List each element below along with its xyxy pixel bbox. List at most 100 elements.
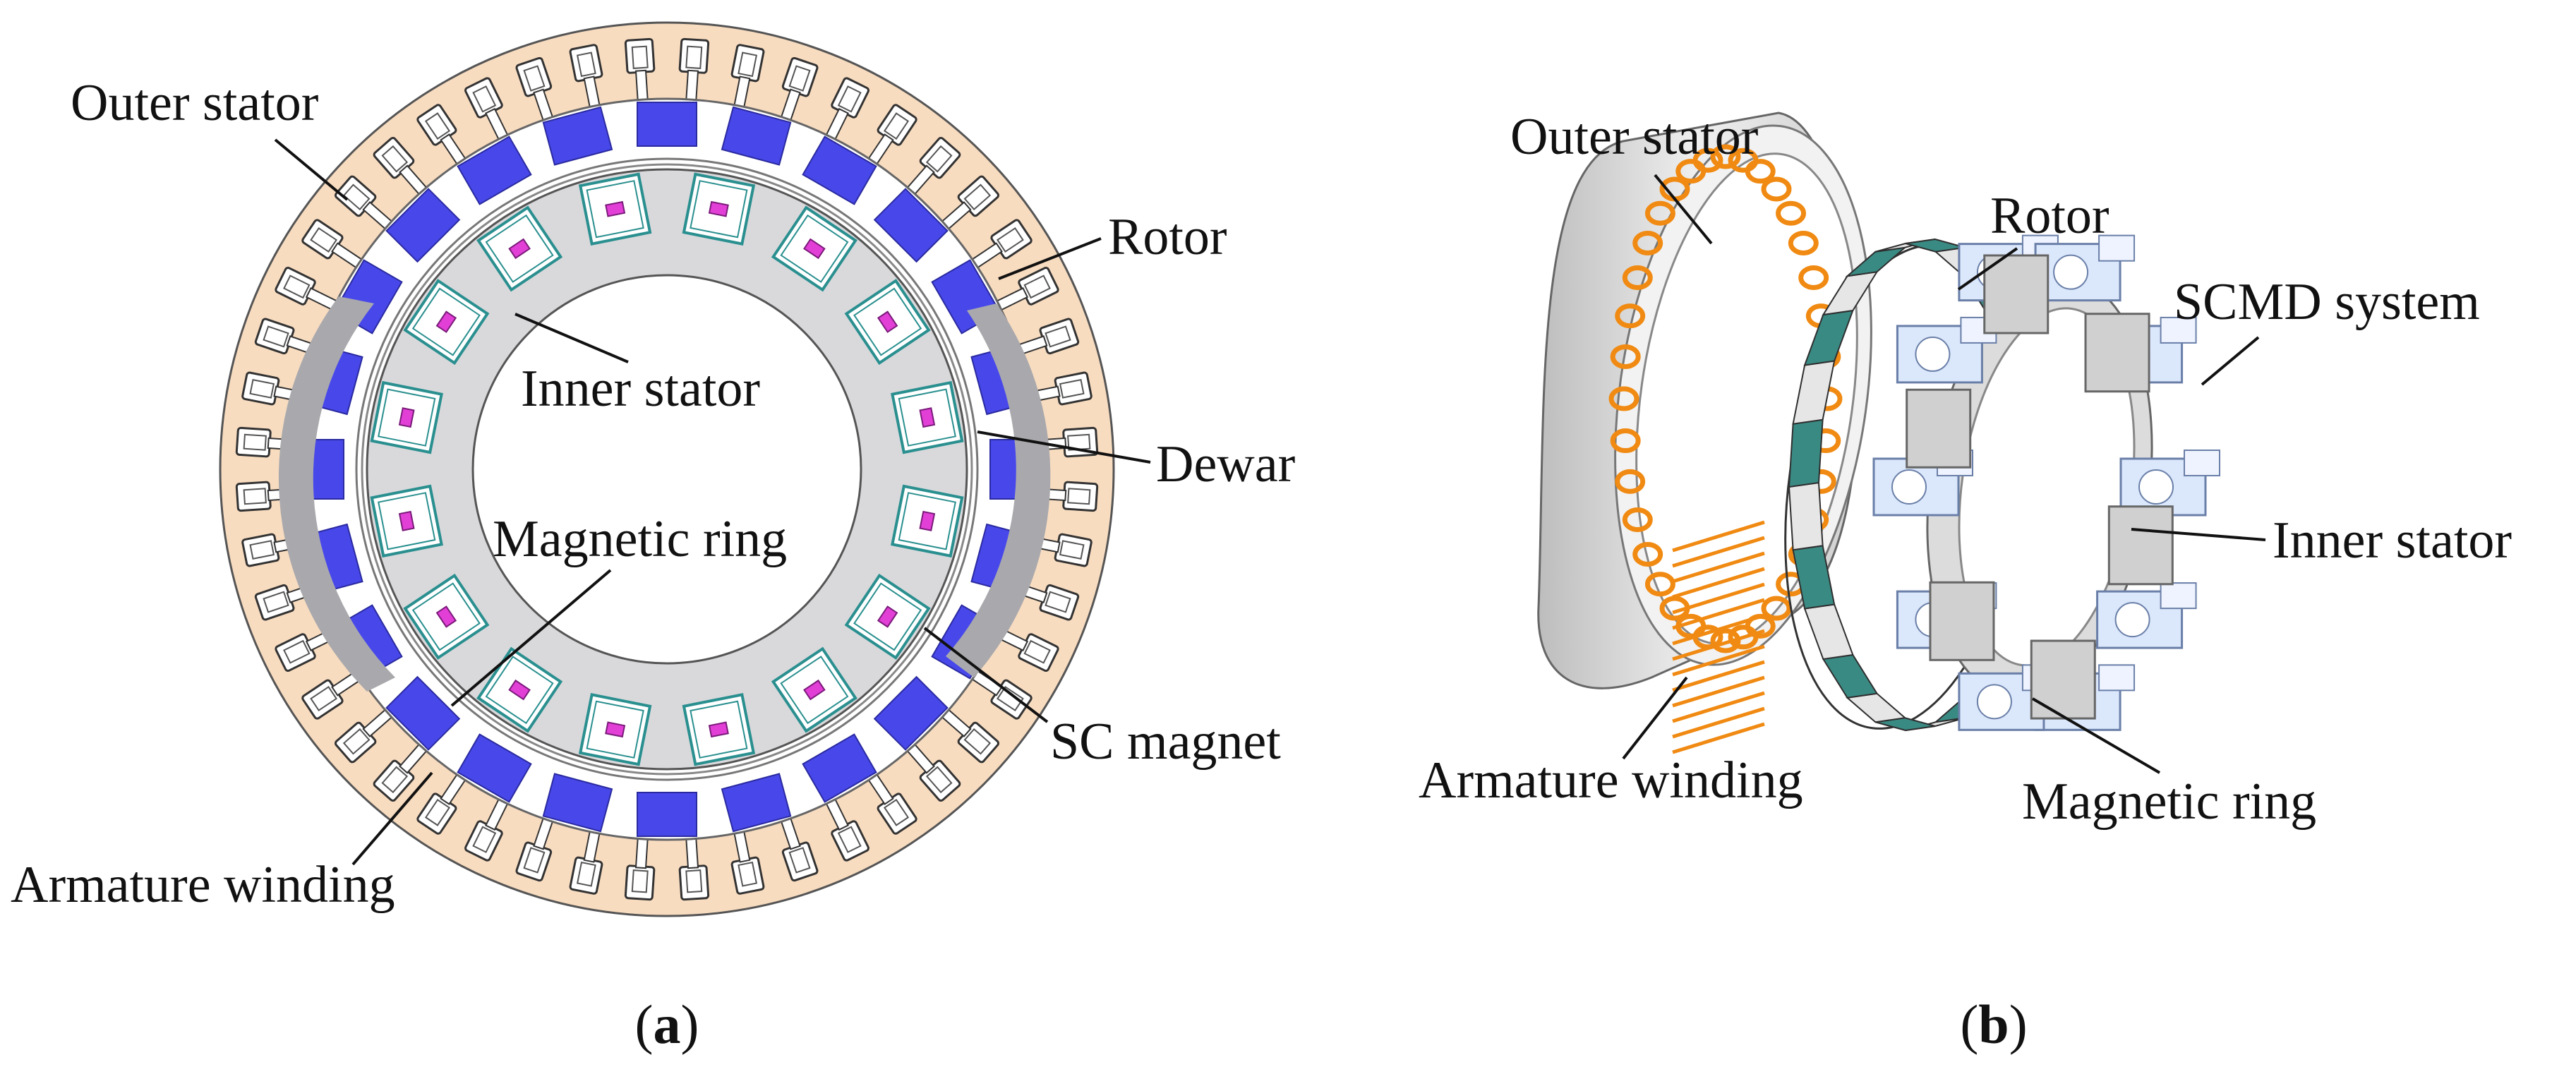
dewar bbox=[844, 573, 931, 660]
rotor-segment-3d bbox=[1846, 692, 1907, 723]
sc-magnet bbox=[919, 407, 936, 428]
winding-coil bbox=[1615, 469, 1646, 494]
magnetic-ring-block bbox=[1983, 254, 2050, 334]
winding-coil bbox=[1798, 265, 1829, 290]
sc-magnet bbox=[605, 200, 626, 217]
winding-coil bbox=[1610, 344, 1641, 369]
armature-slot bbox=[824, 796, 869, 862]
armature-slot bbox=[569, 44, 603, 110]
caption-b: (b) bbox=[1960, 994, 2027, 1055]
rotor-block bbox=[873, 675, 949, 751]
scmd-unit bbox=[2034, 234, 2136, 302]
sc-magnet bbox=[435, 311, 457, 333]
armature-slot bbox=[254, 318, 321, 357]
armature-slot bbox=[1026, 371, 1093, 406]
dewar bbox=[476, 205, 563, 292]
leader-armature-winding-a bbox=[351, 771, 433, 866]
label-armature-winding-a: Armature winding bbox=[11, 856, 395, 914]
rotor-segment-3d bbox=[1822, 653, 1879, 699]
label-rotor-b: Rotor bbox=[1990, 187, 2109, 245]
panel-a-cross-section: Outer stator Rotor Inner stator Dewar Ma… bbox=[11, 21, 1295, 1055]
armature-slot bbox=[905, 136, 961, 197]
caption-a: (a) bbox=[635, 994, 699, 1055]
magnetic-ring-block bbox=[2030, 639, 2096, 720]
rotor-block bbox=[457, 733, 532, 803]
armature-slot bbox=[939, 707, 1000, 764]
armature-slot bbox=[373, 136, 429, 197]
dewar bbox=[891, 380, 964, 454]
winding-coil bbox=[1788, 231, 1819, 256]
sc-magnet bbox=[398, 510, 415, 531]
sc-magnet bbox=[435, 605, 457, 628]
scmd-unit bbox=[1958, 664, 2059, 731]
dewar bbox=[370, 380, 443, 454]
armature-slot bbox=[1026, 533, 1093, 567]
scmd-unit bbox=[1896, 316, 1997, 384]
winding-coil bbox=[1632, 231, 1663, 256]
armature-slot bbox=[464, 77, 510, 143]
armature-slot bbox=[515, 56, 555, 123]
rotor-block bbox=[542, 773, 613, 833]
armature-slot bbox=[624, 37, 656, 103]
armature-slot bbox=[624, 836, 656, 901]
armature-slot bbox=[275, 627, 340, 672]
leader-dewar-a bbox=[977, 430, 1151, 464]
winding-coil bbox=[1622, 507, 1653, 532]
dewar bbox=[891, 484, 964, 558]
sc-magnet bbox=[398, 407, 415, 428]
scmd-unit bbox=[2119, 450, 2220, 517]
dewar bbox=[771, 646, 857, 733]
winding-coil bbox=[1761, 596, 1792, 621]
label-inner-stator-a: Inner stator bbox=[521, 360, 760, 418]
winding-coil bbox=[1761, 176, 1792, 202]
armature-slot bbox=[939, 175, 1000, 231]
magnetic-ring-block bbox=[2107, 505, 2174, 586]
rotor-block bbox=[385, 188, 461, 263]
rotor-block bbox=[542, 106, 613, 166]
armature-slot bbox=[994, 267, 1059, 312]
magnetic-ring-shadow-right bbox=[946, 303, 1051, 677]
magnetic-ring-shadow bbox=[278, 296, 395, 692]
armature-slot bbox=[1013, 318, 1080, 357]
winding-coil bbox=[1608, 386, 1639, 411]
leader-outer-stator-a bbox=[274, 138, 349, 201]
armature-slot bbox=[905, 742, 961, 802]
panel-b-exploded-view: Outer stator Rotor SCMD system Inner sta… bbox=[1419, 108, 2512, 1055]
leader-magnetic-ring-b bbox=[2031, 697, 2161, 774]
sc-magnet bbox=[708, 200, 729, 217]
dewar bbox=[578, 693, 652, 766]
armature-slot bbox=[824, 77, 869, 143]
sc-magnet bbox=[508, 238, 531, 260]
sc-magnet bbox=[605, 721, 626, 738]
rotor-block bbox=[721, 106, 792, 166]
winding-bar bbox=[1672, 520, 1765, 553]
leader-magnetic-ring-a bbox=[450, 569, 612, 707]
armature-slot bbox=[569, 828, 603, 895]
rotor-block bbox=[385, 675, 461, 751]
rotor-block bbox=[637, 792, 697, 837]
rotor-segment-3d bbox=[1788, 481, 1824, 551]
rotor-segment-3d bbox=[1788, 418, 1824, 488]
winding-bar bbox=[1672, 644, 1765, 677]
armature-slot bbox=[779, 56, 819, 123]
leader-inner-stator-b bbox=[2131, 528, 2266, 541]
armature-slot bbox=[373, 742, 429, 802]
scmd-unit bbox=[2096, 582, 2197, 649]
dewar bbox=[771, 205, 857, 292]
sc-magnet bbox=[803, 679, 826, 701]
sc-magnet bbox=[877, 605, 898, 628]
armature-slot bbox=[678, 836, 710, 901]
inner-stator-bore bbox=[471, 274, 862, 665]
winding-bar bbox=[1672, 629, 1765, 661]
label-rotor-a: Rotor bbox=[1108, 208, 1227, 266]
armature-slot bbox=[515, 815, 555, 882]
winding-coil bbox=[1610, 428, 1641, 454]
rotor-block bbox=[637, 102, 697, 147]
armature-slot bbox=[678, 37, 710, 103]
rotor-block bbox=[457, 135, 532, 205]
winding-bar bbox=[1672, 551, 1765, 584]
winding-bar bbox=[1672, 536, 1765, 568]
winding-bar bbox=[1672, 598, 1765, 630]
armature-slot bbox=[416, 104, 468, 167]
